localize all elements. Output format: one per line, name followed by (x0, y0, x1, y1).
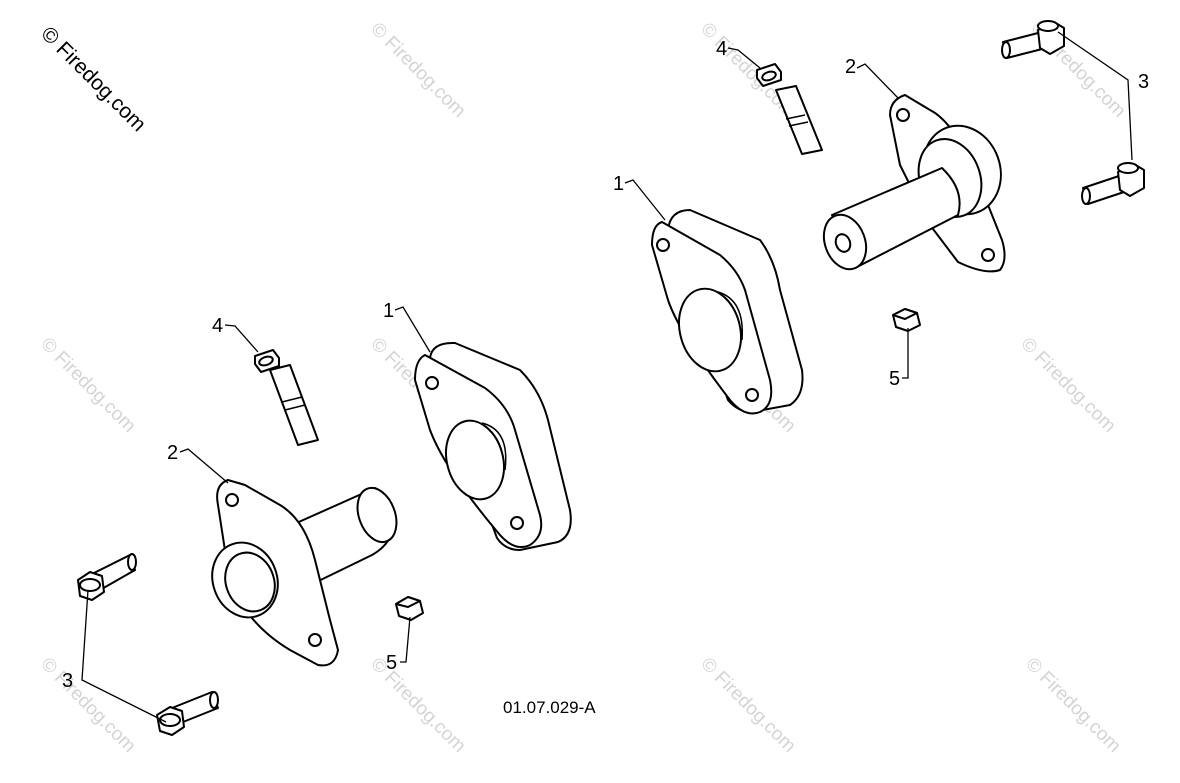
callouts: 1 1 2 2 3 3 4 4 5 5 (62, 38, 1149, 692)
gasket-left (414, 341, 572, 551)
callout-3-right: 3 (1138, 71, 1149, 93)
callout-5-left: 5 (386, 652, 397, 674)
flange-bolt (1001, 20, 1065, 59)
flange-bolt (77, 553, 137, 601)
callout-1-left: 1 (383, 300, 394, 322)
watermark: © Firedog.com (366, 654, 469, 757)
copyright-label: © Firedog.com (36, 22, 150, 136)
gasket-right (651, 209, 804, 415)
watermark: © Firedog.com (366, 19, 469, 122)
nut-left (395, 596, 424, 621)
leader-lines (81, 31, 1133, 723)
watermark: © Firedog.com (1016, 334, 1119, 437)
callout-2-right: 2 (845, 56, 856, 78)
watermark: © Firedog.com (36, 654, 139, 757)
housing-right (822, 94, 1006, 273)
flange-bolt (156, 691, 219, 736)
long-bolt-right (756, 63, 823, 155)
callout-4-left: 4 (212, 315, 223, 337)
watermark: © Firedog.com (1021, 654, 1124, 757)
callout-4-right: 4 (716, 38, 727, 60)
housing-left (211, 479, 398, 667)
nut-right (892, 308, 921, 332)
callout-1-right: 1 (613, 173, 624, 195)
callout-5-right: 5 (889, 368, 900, 390)
flange-bolt (1081, 162, 1145, 205)
callout-3-left: 3 (62, 670, 73, 692)
callout-2-left: 2 (167, 442, 178, 464)
bolt-pair-right (1001, 20, 1145, 205)
watermark: © Firedog.com (696, 654, 799, 757)
bolt-pair-left (77, 553, 219, 736)
watermark: © Firedog.com (36, 334, 139, 437)
drawing-code: 01.07.029-A (503, 698, 596, 717)
long-bolt-left (254, 349, 319, 446)
